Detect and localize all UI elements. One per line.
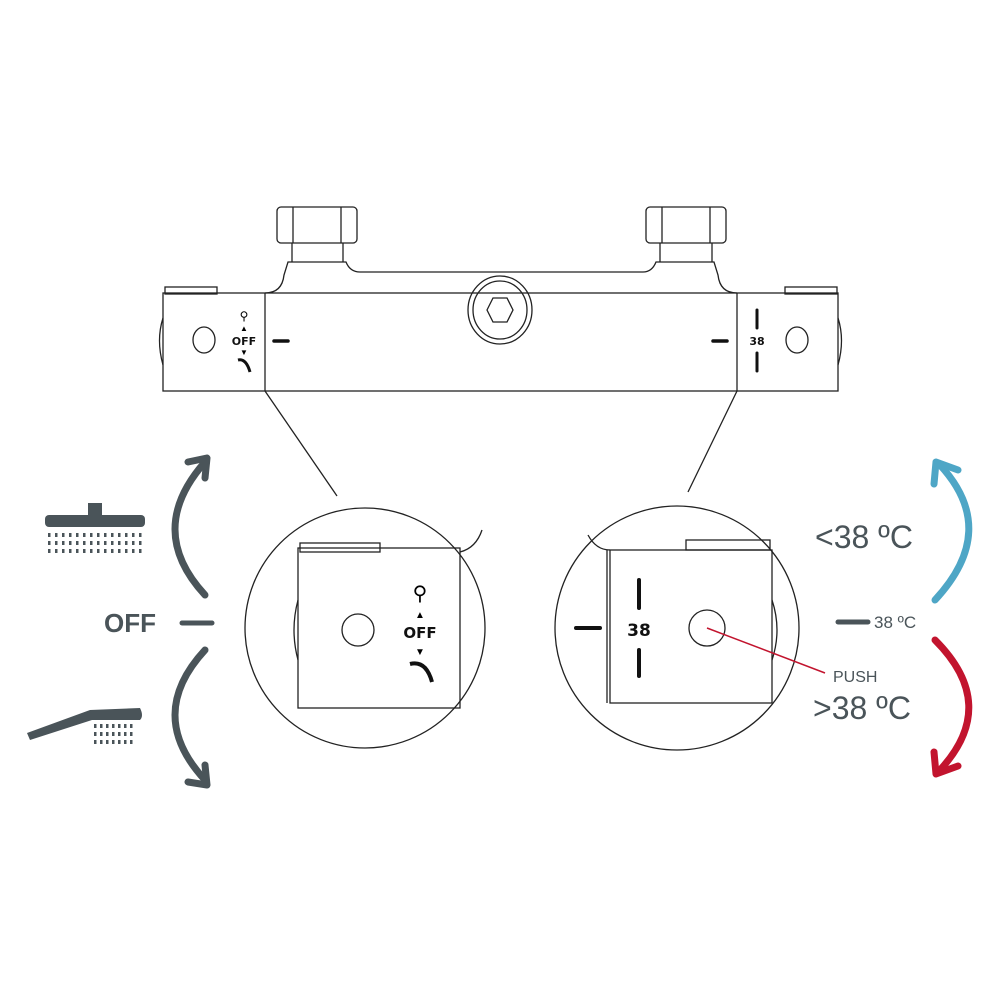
left-nut xyxy=(276,206,358,262)
spray-dot xyxy=(112,724,115,728)
spray-dot xyxy=(83,549,86,553)
cooler-arrow xyxy=(931,461,973,604)
spray-dot xyxy=(130,724,133,728)
push-button[interactable] xyxy=(688,609,726,647)
push-label: PUSH xyxy=(833,669,877,686)
spray-dot xyxy=(90,541,93,545)
spray-dot xyxy=(97,533,100,537)
spray-dot xyxy=(76,541,79,545)
spray-dot xyxy=(94,732,97,736)
spray-dot xyxy=(97,541,100,545)
spray-dot xyxy=(124,740,127,744)
spray-dot xyxy=(118,541,121,545)
right-temp-marking: 38 xyxy=(749,335,764,348)
valve-body: OFF ⚲ ▲ ▼ 38 xyxy=(158,206,843,392)
spray-dot xyxy=(111,533,114,537)
spray-dot xyxy=(118,533,121,537)
spray-dot xyxy=(111,541,114,545)
overhead-shower-icon: ⚲ xyxy=(413,583,428,605)
right-nut xyxy=(645,206,727,262)
spray-dot xyxy=(132,533,135,537)
spray-dot xyxy=(83,533,86,537)
arrow-down-icon: ▼ xyxy=(240,348,248,357)
spray-dot xyxy=(76,549,79,553)
spray-dot xyxy=(118,549,121,553)
spray-dot xyxy=(124,724,127,728)
spray-dot xyxy=(111,549,114,553)
spray-dot xyxy=(104,549,107,553)
spray-dot xyxy=(55,541,58,545)
arrow-up-icon: ▲ xyxy=(240,324,248,333)
spray-dot xyxy=(69,541,72,545)
spray-dot xyxy=(83,541,86,545)
spray-dot xyxy=(62,541,65,545)
left-detail-magnifier: ⚲ ▲ OFF ▼ xyxy=(244,507,486,749)
spray-dot xyxy=(69,533,72,537)
spray-dot xyxy=(94,740,97,744)
spray-dot xyxy=(112,740,115,744)
spray-dot xyxy=(139,541,142,545)
spray-dot xyxy=(90,533,93,537)
spray-dot xyxy=(139,549,142,553)
spray-dot xyxy=(62,549,65,553)
spray-dot xyxy=(69,549,72,553)
rotate-up-arrow xyxy=(171,458,209,599)
off-label: OFF xyxy=(104,608,156,638)
spray-dot xyxy=(94,724,97,728)
warmer-arrow xyxy=(931,636,973,774)
left-off-marking: OFF xyxy=(232,335,256,348)
spray-dot xyxy=(130,732,133,736)
spray-dot xyxy=(132,541,135,545)
cooler-label: <38 ºC xyxy=(815,519,913,555)
overhead-shower-icon: ⚲ xyxy=(240,309,249,323)
default-temp-label: 38 ºC xyxy=(874,613,916,632)
spray-dot xyxy=(118,740,121,744)
spray-dot xyxy=(124,732,127,736)
arrow-up-icon: ▲ xyxy=(415,610,425,621)
hex-plug xyxy=(467,275,533,345)
warmer-label: >38 ºC xyxy=(813,690,911,726)
hand-shower-icon xyxy=(237,358,252,373)
spray-dot xyxy=(104,533,107,537)
spray-dot xyxy=(125,549,128,553)
spray-dot xyxy=(112,732,115,736)
spray-dot xyxy=(48,549,51,553)
rotate-down-arrow xyxy=(171,646,209,784)
spray-dot xyxy=(62,533,65,537)
spray-dot xyxy=(100,732,103,736)
spray-dot xyxy=(130,740,133,744)
spray-dot xyxy=(106,740,109,744)
spray-dot xyxy=(90,549,93,553)
spray-dot xyxy=(48,533,51,537)
spray-dot xyxy=(118,732,121,736)
spray-dot xyxy=(106,724,109,728)
overhead-shower-icon xyxy=(45,503,145,553)
spray-dot xyxy=(125,533,128,537)
spray-dot xyxy=(100,740,103,744)
spray-dot xyxy=(48,541,51,545)
spray-dot xyxy=(125,541,128,545)
detail-temp-marking: 38 xyxy=(627,621,651,641)
hand-shower-icon xyxy=(27,708,142,744)
right-detail-magnifier: 38 xyxy=(554,505,826,751)
arrow-down-icon: ▼ xyxy=(415,647,425,658)
hand-shower-icon xyxy=(409,661,434,683)
spray-dot xyxy=(118,724,121,728)
spray-dot xyxy=(100,724,103,728)
spray-dot xyxy=(55,549,58,553)
spray-dot xyxy=(106,732,109,736)
detail-off-marking: OFF xyxy=(403,624,436,642)
spray-dot xyxy=(55,533,58,537)
spray-dot xyxy=(97,549,100,553)
spray-dot xyxy=(104,541,107,545)
spray-dot xyxy=(139,533,142,537)
spray-dot xyxy=(132,549,135,553)
spray-dot xyxy=(76,533,79,537)
